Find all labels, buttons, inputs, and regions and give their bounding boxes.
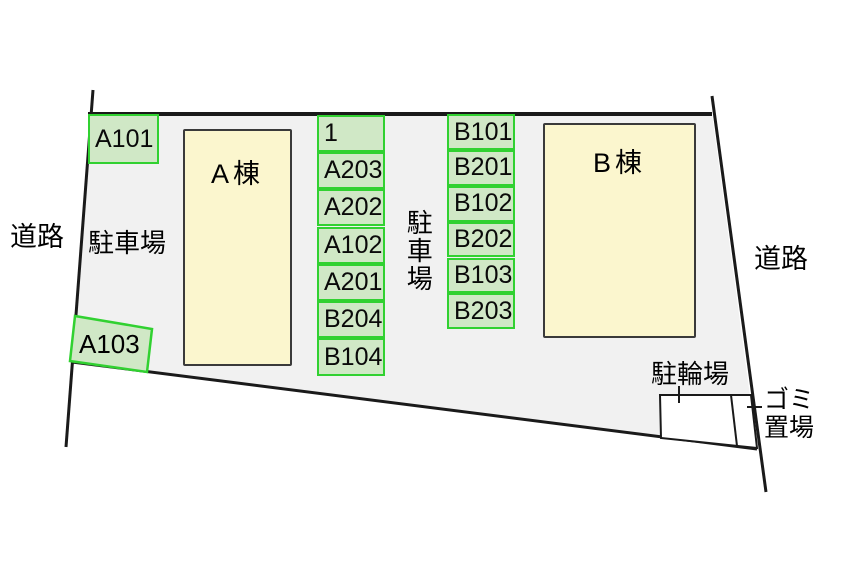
building-a: A棟 (183, 129, 292, 366)
stall-row: B102 (447, 185, 515, 222)
stall-a103-label: A103 (79, 329, 140, 359)
stall-row: B103 (447, 257, 515, 294)
bicycle-parking-area (658, 394, 759, 450)
stall-row: B104 (317, 338, 385, 376)
stall-row: A102 (317, 226, 385, 264)
stall-row: B101 (447, 114, 515, 151)
parking-lot-label-left: 駐車場 (88, 228, 167, 258)
building-a-label: A棟 (210, 159, 264, 189)
building-b: B棟 (543, 123, 696, 338)
garbage-area-divider (730, 394, 738, 447)
stall-row: A201 (317, 263, 385, 302)
stall-a101: A101 (88, 114, 159, 164)
stall-row: 1 (317, 114, 385, 152)
garbage-area-label: ゴミ置場 (764, 386, 815, 442)
stall-row: B201 (447, 150, 515, 186)
boundary-right (710, 95, 768, 493)
stall-row: B202 (447, 221, 515, 258)
building-b-label: B棟 (592, 148, 646, 178)
stall-row: B203 (447, 293, 515, 330)
parking-lot-label-center: 駐車場 (403, 209, 434, 293)
stall-row: A202 (317, 189, 385, 227)
stall-a103-shape (68, 314, 154, 374)
road-label-left: 道路 (10, 222, 64, 252)
stall-row: A203 (317, 151, 385, 190)
road-label-right: 道路 (754, 244, 808, 274)
stall-row: B204 (317, 301, 385, 339)
boundary-bottom (71, 360, 758, 451)
bicycle-parking-label: 駐輪場 (651, 359, 730, 389)
